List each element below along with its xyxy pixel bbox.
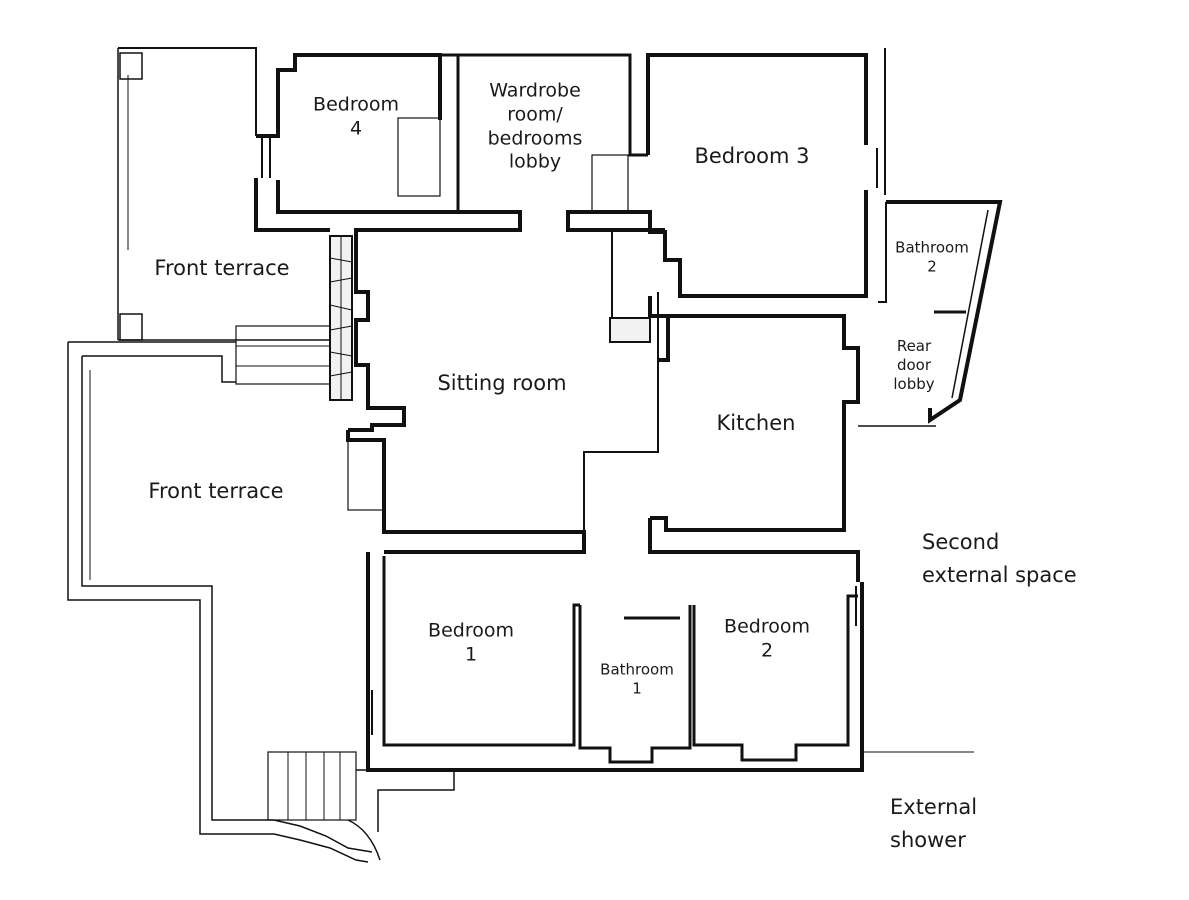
label-line: 4 [349,117,363,139]
label-line: Second [922,530,1000,554]
bathroom-2-walls [886,200,1003,424]
label-line: bedrooms [487,127,583,149]
label-external-shower: External shower [890,791,977,856]
label-front-terrace-lower: Front terrace [148,478,284,503]
bedroom-1-walls [384,540,586,554]
label-line: Bathroom [600,660,674,679]
wardrobe-room-walls [438,53,460,212]
label-line: Wardrobe [489,79,581,102]
label-line: room/ [507,103,563,126]
lower-terrace-inner-2 [81,356,373,853]
plan-walls [67,47,1003,863]
entry-steps-upper [235,325,331,385]
label-line: Bedroom [313,93,399,116]
stone-texture [329,236,353,400]
bedroom-2-walls [692,594,858,762]
label-bathroom-1: Bathroom 1 [600,660,674,698]
curved-step [347,819,381,861]
bedroom-3-right-wall [566,190,868,298]
sitting-room-fireplace [609,317,651,343]
label-line: shower [890,827,966,852]
label-bedroom-1: Bedroom 1 [428,619,514,667]
sitting-room-left-wall [348,236,406,432]
label-line: 1 [464,643,478,665]
kitchen-lower-wall [648,518,860,582]
rear-window-edge [951,209,989,399]
bathroom-1-walls [578,605,692,764]
label-wardrobe-lobby: Wardrobe room/ bedrooms lobby [488,80,583,175]
sitting-room-outer-left [346,430,586,552]
label-line: lobby [893,374,935,393]
kitchen-walls [650,314,860,532]
label-rear-door-lobby: Rear door lobby [893,337,934,393]
bedroom-4-stairs [397,117,441,197]
label-line: door [896,355,932,374]
label-second-external-space: Second external space [922,526,1077,591]
label-front-terrace-upper: Front terrace [154,255,290,280]
lower-terrace-outer [67,342,369,863]
sitting-room-lower-stairs [347,439,385,511]
label-bedroom-2: Bedroom 2 [724,615,810,663]
label-sitting-room: Sitting room [437,370,567,395]
label-line: Rear [896,336,932,355]
label-line: 2 [927,257,937,275]
label-line: 2 [760,639,774,661]
label-line: External [890,795,978,819]
pillar-top [119,52,143,80]
lower-terrace-inner [82,355,236,383]
label-line: Bedroom [724,615,810,638]
wardrobe-stairs [591,154,629,214]
bedroom-3-walls [646,53,868,155]
entry-steps-lower [267,751,357,821]
bedroom-1-inner [382,556,580,747]
wardrobe-room-right-wall [458,53,648,157]
entry-landing [356,769,455,832]
wall-left-of-sitting [254,178,330,232]
label-bedroom-3: Bedroom 3 [694,143,810,168]
bedroom-4-bottom-wall [276,180,522,236]
label-line: Bedroom [428,619,514,642]
bathroom-2-inner [878,202,887,303]
upper-terrace-outline [118,47,257,136]
label-line: 1 [632,679,642,697]
label-kitchen: Kitchen [716,410,796,435]
sitting-kitchen-partition [583,292,659,552]
label-line: external space [922,562,1077,587]
label-line: lobby [508,150,562,173]
pillar-bottom [119,313,143,341]
label-line: Bathroom [895,238,969,257]
bedrooms-block-outer [366,552,864,772]
label-bedroom-4: Bedroom 4 [313,93,399,141]
label-bathroom-2: Bathroom 2 [895,238,969,276]
